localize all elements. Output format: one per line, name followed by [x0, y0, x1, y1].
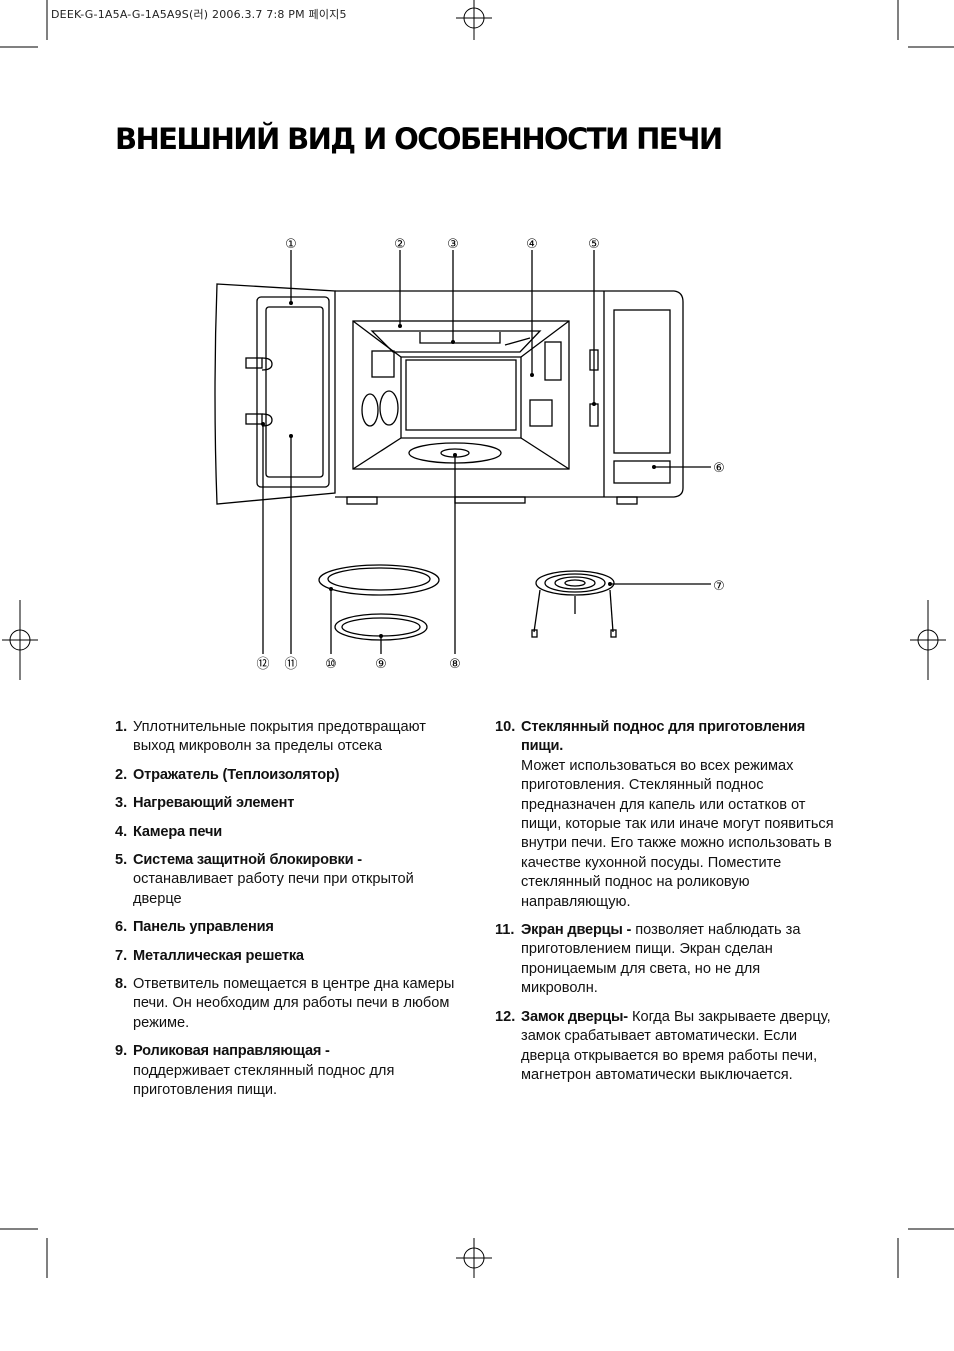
item-number: 12. — [495, 1008, 516, 1025]
item-heading: Экран дверцы - — [521, 922, 632, 939]
callout-5: ⑤ — [588, 237, 600, 252]
item-heading: Камера печи — [133, 823, 223, 840]
callout-2: ② — [394, 237, 406, 252]
item-number: 4. — [115, 823, 128, 840]
item-heading: Система защитной блокировки - — [133, 852, 362, 869]
item-number: 6. — [115, 919, 128, 936]
list-item-6: 6. Панель управления — [115, 918, 460, 937]
list-item-11: 11. Экран дверцы - позволяет наблюдать з… — [495, 921, 840, 999]
list-item-5: 5. Система защитной блокировки - останав… — [115, 851, 460, 909]
item-description: Может использоваться во всех режимах при… — [521, 757, 834, 910]
callout-12: ⑫ — [256, 657, 269, 672]
callout-7: ⑦ — [713, 579, 725, 594]
callout-11: ⑪ — [284, 657, 297, 672]
list-item-9: 9. Роликовая направляющая - поддерживает… — [115, 1042, 460, 1100]
item-number: 9. — [115, 1043, 128, 1060]
callout-1: ① — [285, 237, 297, 252]
item-heading: Нагревающий элемент — [133, 795, 295, 812]
callout-10: ⑩ — [325, 657, 337, 672]
item-heading: Замок дверцы- — [521, 1008, 628, 1025]
list-item-3: 3. Нагревающий элемент — [115, 794, 460, 813]
print-slug: DEEK-G-1A5A-G-1A5A9S(러) 2006.3.7 7:8 PM … — [51, 8, 347, 21]
callout-9: ⑨ — [375, 657, 387, 672]
item-heading: Роликовая направляющая - — [133, 1043, 330, 1060]
item-number: 3. — [115, 795, 128, 812]
parts-list-left: 1. Уплотнительные покрытия предотвращают… — [115, 718, 460, 1110]
item-description: Уплотнительные покрытия предотвращают вы… — [133, 719, 426, 755]
item-description: Когда Вы закрываете дверцу, замок срабат… — [521, 1008, 831, 1083]
item-number: 2. — [115, 766, 128, 783]
item-description: поддерживает стеклянный поднос для приго… — [133, 1062, 395, 1099]
item-description: останавливает работу печи при открытой д… — [133, 871, 414, 907]
callout-3: ③ — [447, 237, 459, 252]
callout-6: ⑥ — [713, 461, 725, 476]
page-title: ВНЕШНИЙ ВИД И ОСОБЕННОСТИ ПЕЧИ — [115, 122, 723, 156]
callout-8: ⑧ — [449, 657, 461, 672]
item-description: Ответвитель помещается в центре дна каме… — [133, 976, 455, 1031]
item-number: 8. — [115, 976, 128, 993]
list-item-8: 8. Ответвитель помещается в центре дна к… — [115, 975, 460, 1033]
item-heading: Отражатель (Теплоизолятор) — [133, 766, 340, 783]
list-item-1: 1. Уплотнительные покрытия предотвращают… — [115, 718, 460, 757]
parts-list-right: 10. Стеклянный поднос для приготовления … — [495, 718, 840, 1094]
item-number: 1. — [115, 719, 128, 735]
list-item-4: 4. Камера печи — [115, 823, 460, 842]
callout-4: ④ — [526, 237, 538, 252]
item-number: 5. — [115, 852, 128, 869]
item-number: 7. — [115, 947, 128, 964]
list-item-12: 12. Замок дверцы- Когда Вы закрываете дв… — [495, 1008, 840, 1086]
item-description: позволяет наблюдать за приготовлением пи… — [521, 922, 801, 997]
list-item-10: 10. Стеклянный поднос для приготовления … — [495, 718, 840, 912]
list-item-7: 7. Металлическая решетка — [115, 947, 460, 966]
item-heading: Металлическая решетка — [133, 947, 304, 964]
item-number: 10. — [495, 719, 516, 735]
list-item-2: 2. Отражатель (Теплоизолятор) — [115, 766, 460, 785]
item-number: 11. — [495, 922, 515, 939]
item-heading: Панель управления — [133, 919, 274, 936]
item-heading: Стеклянный поднос для приготовления пищи… — [521, 719, 806, 755]
